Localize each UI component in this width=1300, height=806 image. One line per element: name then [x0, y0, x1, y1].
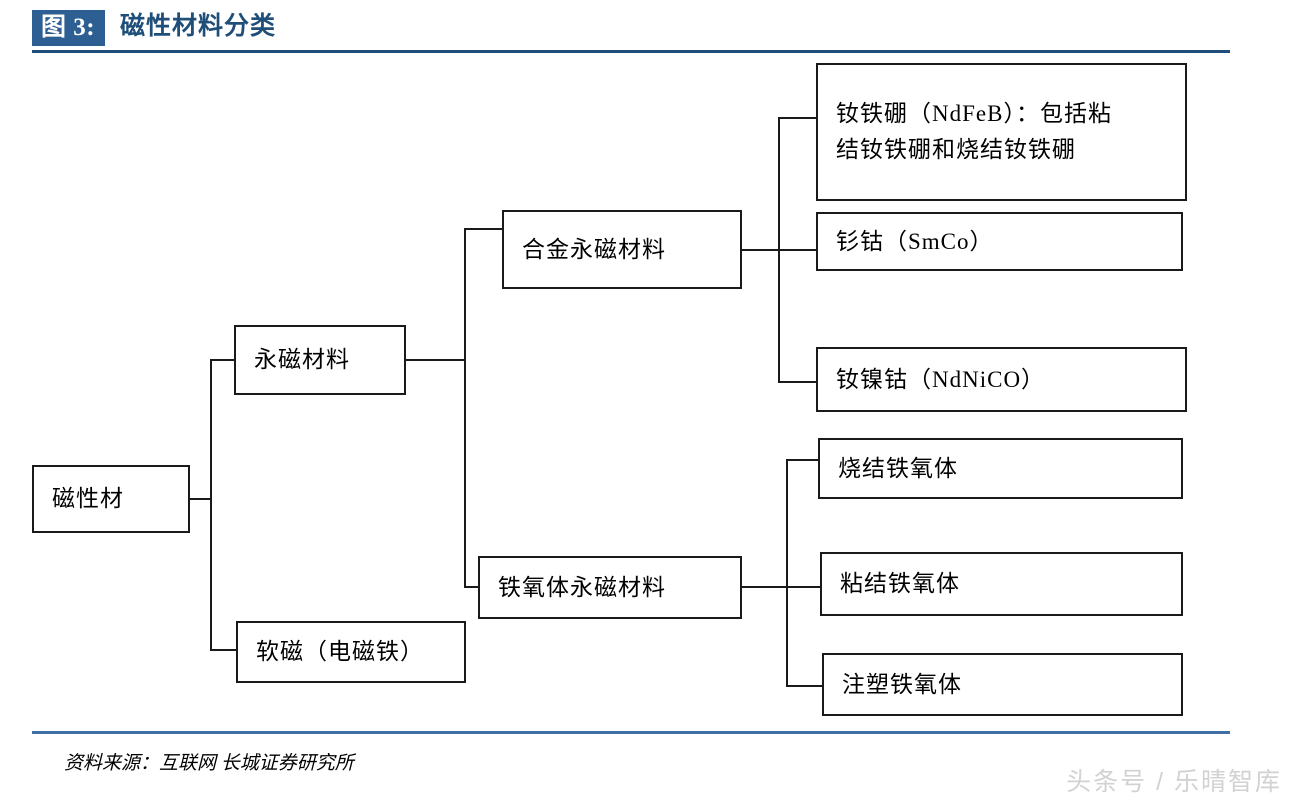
node-bonded-ferrite-label: 粘结铁氧体: [840, 571, 960, 597]
edge-permanent-to-ferrite: [464, 586, 480, 588]
edge-permanent-stub: [406, 359, 466, 361]
edge-ferrite-stub: [742, 586, 788, 588]
node-ndfeb: 钕铁硼（NdFeB）：包括粘 结钕铁硼和烧结钕铁硼: [816, 63, 1187, 201]
edge-root-stub: [190, 498, 212, 500]
source-note: 资料来源：互联网 长城证券研究所: [64, 753, 354, 774]
node-sintered-ferrite-label: 烧结铁氧体: [838, 455, 958, 481]
edge-ferrite-to-bonded: [786, 586, 822, 588]
figure-number-badge: 图 3:: [32, 10, 106, 46]
node-injection-ferrite: 注塑铁氧体: [822, 653, 1183, 716]
node-permanent-magnet: 永磁材料: [234, 325, 406, 395]
edge-alloy-to-ndfeb: [778, 117, 818, 119]
edge-ferrite-to-sintered: [786, 459, 820, 461]
node-root: 磁性材: [32, 465, 190, 533]
edge-alloy-to-ndnico: [778, 381, 818, 383]
node-bonded-ferrite: 粘结铁氧体: [820, 552, 1183, 616]
edge-alloy-to-smco: [778, 249, 818, 251]
edge-permanent-to-alloy: [464, 228, 504, 230]
node-ndnico: 钕镍钴（NdNiCO）: [816, 347, 1187, 412]
edge-permanent-trunk: [464, 228, 466, 588]
node-ndfeb-label: 钕铁硼（NdFeB）：包括粘 结钕铁硼和烧结钕铁硼: [836, 101, 1112, 162]
node-alloy-permanent-material: 合金永磁材料: [502, 210, 742, 289]
node-injection-ferrite-label: 注塑铁氧体: [842, 671, 962, 697]
node-sintered-ferrite: 烧结铁氧体: [818, 438, 1183, 499]
node-smco-label: 钐钴（SmCo）: [836, 228, 994, 254]
node-smco: 钐钴（SmCo）: [816, 212, 1183, 271]
header-divider: [32, 50, 1230, 53]
footer-divider: [32, 731, 1230, 734]
node-ferrite-permanent-material: 铁氧体永磁材料: [478, 556, 742, 619]
edge-root-to-permanent: [210, 359, 236, 361]
node-ndnico-label: 钕镍钴（NdNiCO）: [836, 366, 1046, 392]
node-soft-magnet: 软磁（电磁铁）: [236, 621, 466, 683]
node-permanent-magnet-label: 永磁材料: [254, 347, 350, 373]
node-alloy-permanent-material-label: 合金永磁材料: [522, 236, 666, 262]
edge-root-to-soft: [210, 649, 238, 651]
edge-ferrite-to-injection: [786, 685, 824, 687]
node-root-label: 磁性材: [52, 486, 124, 512]
edge-alloy-stub: [742, 249, 780, 251]
edge-root-trunk: [210, 359, 212, 650]
edge-ferrite-trunk: [786, 459, 788, 687]
watermark: 头条号 / 乐晴智库: [1066, 768, 1282, 796]
node-ferrite-permanent-material-label: 铁氧体永磁材料: [498, 574, 666, 600]
figure-header: 图 3: 磁性材料分类: [32, 10, 1230, 52]
node-soft-magnet-label: 软磁（电磁铁）: [256, 639, 424, 665]
page-title: 磁性材料分类: [120, 13, 277, 40]
